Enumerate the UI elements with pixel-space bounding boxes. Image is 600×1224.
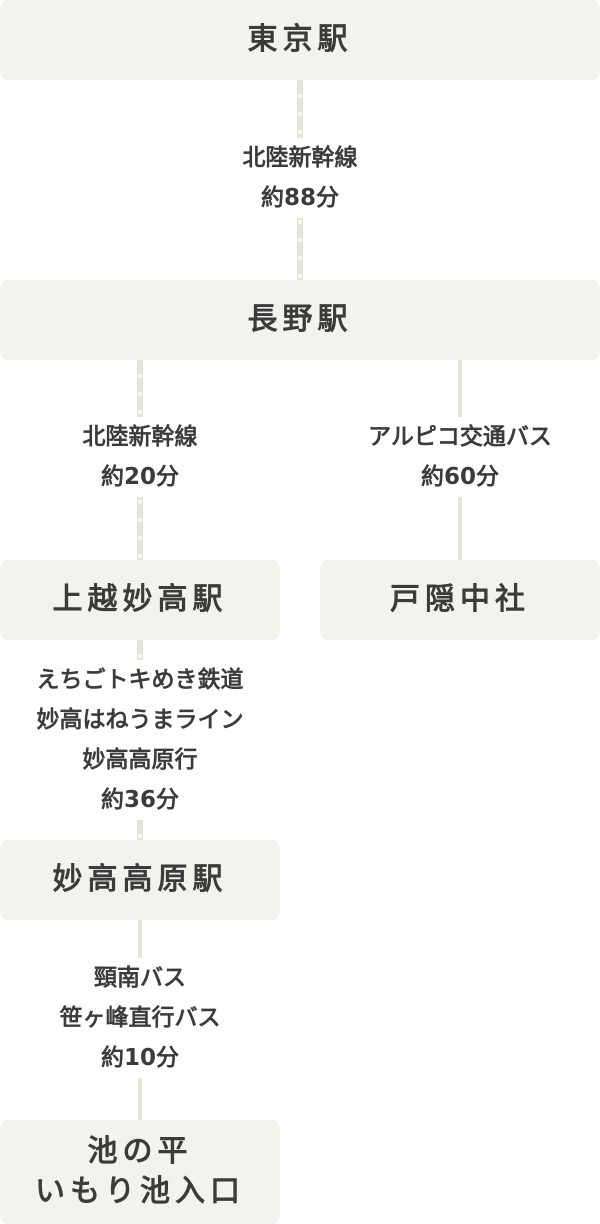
route-line-name: アルピコ交通バス <box>368 424 552 450</box>
station-myoko-kogen-label: 妙高高原駅 <box>52 862 228 897</box>
station-tokyo-label: 東京駅 <box>247 22 353 57</box>
route-destination: 妙高高原行 <box>82 747 198 773</box>
station-tokyo: 東京駅 <box>0 0 600 80</box>
station-ikenotaira-label-1: 池の平 <box>87 1134 193 1169</box>
route-time: 約60分 <box>420 464 499 490</box>
route-myoko-ikenotaira: 頸南バス 笹ヶ峰直行バス 約10分 <box>30 958 250 1078</box>
route-line-name: 頸南バス <box>94 965 186 991</box>
route-tokyo-nagano: 北陸新幹線 約88分 <box>200 138 400 218</box>
route-line-name: 北陸新幹線 <box>82 424 198 450</box>
route-time: 約10分 <box>100 1045 179 1071</box>
route-nagano-togakushi: アルピコ交通バス 約60分 <box>330 417 590 497</box>
station-togakushi-label: 戸隠中社 <box>390 582 530 617</box>
route-nagano-joetsu: 北陸新幹線 約20分 <box>40 417 240 497</box>
station-nagano-label: 長野駅 <box>247 302 353 337</box>
route-time: 約88分 <box>260 185 339 211</box>
station-joetsu-myoko-label: 上越妙高駅 <box>52 582 228 617</box>
station-ikenotaira: 池の平 いもり池入口 <box>0 1120 280 1224</box>
route-line-name: 笹ヶ峰直行バス <box>59 1005 221 1031</box>
station-togakushi: 戸隠中社 <box>320 560 600 640</box>
route-line-name: 北陸新幹線 <box>242 145 358 171</box>
route-time: 約36分 <box>100 787 179 813</box>
route-line-name: えちごトキめき鉄道 <box>36 667 244 693</box>
route-line-name: 妙高はねうまライン <box>36 707 244 733</box>
station-myoko-kogen: 妙高高原駅 <box>0 840 280 920</box>
station-joetsu-myoko: 上越妙高駅 <box>0 560 280 640</box>
route-time: 約20分 <box>100 464 179 490</box>
station-ikenotaira-label-2: いもり池入口 <box>35 1174 245 1209</box>
route-joetsu-myoko-kogen: えちごトキめき鉄道 妙高はねうまライン 妙高高原行 約36分 <box>10 660 270 820</box>
station-nagano: 長野駅 <box>0 280 600 360</box>
